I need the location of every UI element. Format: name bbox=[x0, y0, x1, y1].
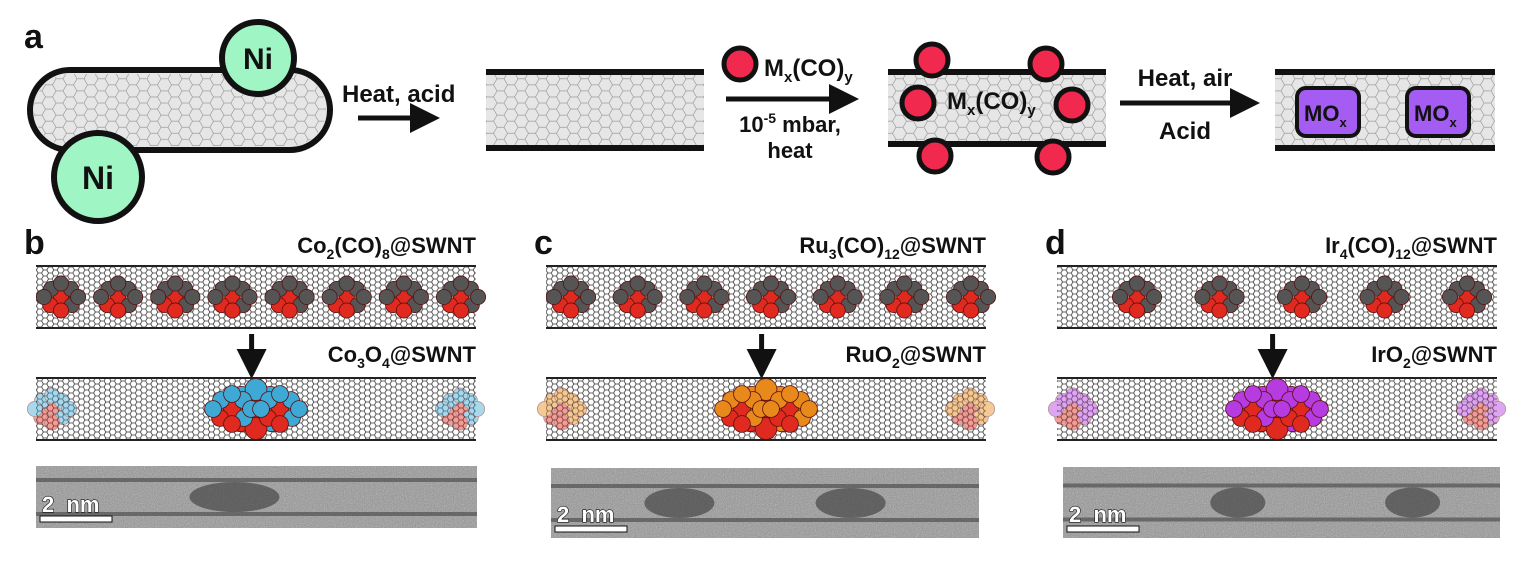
ni-label-top: Ni bbox=[243, 43, 273, 76]
bottom-formula: RuO2@SWNT bbox=[846, 342, 987, 371]
bottom-formula: Co3O4@SWNT bbox=[328, 342, 477, 371]
panel-c: c Ru3(CO)12@SWNT RuO2@SWNT 2 nm bbox=[534, 224, 997, 538]
panel-a-letter: a bbox=[24, 18, 44, 56]
scale-bar-label: 2 nm bbox=[42, 492, 99, 517]
oxide-box-1: MOx bbox=[1295, 86, 1361, 138]
scale-bar bbox=[39, 515, 113, 523]
top-formula: Ir4(CO)12@SWNT bbox=[1325, 233, 1497, 262]
tem-particle bbox=[189, 482, 280, 512]
carbonyl-molecule bbox=[679, 275, 730, 319]
carbonyl-molecule bbox=[93, 275, 144, 319]
step1-label: Heat, acid bbox=[342, 81, 455, 108]
top-formula: Co2(CO)8@SWNT bbox=[297, 233, 476, 262]
oxide-nanoparticle bbox=[1273, 385, 1329, 433]
carbonyl-molecule bbox=[435, 275, 487, 319]
step2-condition-heat: heat bbox=[767, 138, 813, 163]
carbonyl-molecule bbox=[1441, 275, 1493, 319]
tem-particle bbox=[644, 488, 715, 518]
panel-b: b Co2(CO)8@SWNT Co3O4@SWNT 2 nm bbox=[24, 224, 487, 528]
oxide-nanoparticle bbox=[252, 385, 308, 433]
carbonyl-molecule bbox=[545, 275, 597, 319]
tem-image: 2 nm bbox=[1063, 467, 1500, 538]
carbonyl-molecule bbox=[945, 275, 997, 319]
step3-acid: Acid bbox=[1159, 118, 1211, 145]
carbonyl-molecule bbox=[207, 275, 258, 319]
ni-catalyst-top: Ni bbox=[219, 19, 297, 97]
carbonyl-molecule bbox=[879, 275, 930, 319]
svg-text:MOx: MOx bbox=[1414, 101, 1457, 130]
step2-reagent: Mx(CO)y bbox=[721, 45, 853, 86]
oxide-nanoparticle bbox=[762, 385, 818, 433]
bottom-formula: IrO2@SWNT bbox=[1371, 342, 1497, 371]
oxide-nanoparticle bbox=[204, 385, 260, 433]
step3-label: Heat, air bbox=[1138, 65, 1233, 92]
step2-condition: 10-5 mbar, bbox=[739, 110, 841, 137]
carbonyl-molecule bbox=[1276, 275, 1328, 319]
scale-bar bbox=[554, 525, 628, 533]
panel-d-letter: d bbox=[1045, 224, 1066, 262]
carbonyl-molecule bbox=[745, 275, 797, 319]
tem-particle bbox=[1210, 487, 1266, 518]
ni-label-bottom: Ni bbox=[82, 160, 114, 196]
ni-catalyst-bottom: Ni bbox=[51, 130, 145, 224]
tem-image: 2 nm bbox=[551, 468, 979, 538]
tem-image: 2 nm bbox=[36, 466, 477, 528]
inside-reagent-label: Mx(CO)y bbox=[947, 88, 1036, 119]
oxide-nanoparticle-faded bbox=[26, 387, 78, 431]
panels-bcd: b Co2(CO)8@SWNT Co3O4@SWNT 2 nm c Ru3(CO)12@S… bbox=[24, 224, 1507, 538]
scale-bar-label: 2 nm bbox=[1069, 502, 1126, 527]
oxide-nanoparticle-faded bbox=[1047, 387, 1099, 431]
carbonyl-molecule bbox=[35, 275, 87, 319]
svg-text:MOx: MOx bbox=[1304, 101, 1347, 130]
open-nanotube bbox=[486, 69, 704, 151]
carbonyl-particles bbox=[899, 41, 1091, 176]
svg-text:Mx(CO)y: Mx(CO)y bbox=[764, 55, 853, 86]
oxide-nanoparticle-faded bbox=[944, 387, 996, 431]
carbonyl-molecule bbox=[150, 275, 201, 319]
oxide-nanoparticle-faded bbox=[434, 387, 486, 431]
carbonyl-molecule bbox=[1359, 275, 1410, 319]
tem-particle bbox=[815, 488, 886, 518]
oxide-nanoparticle-faded bbox=[1455, 387, 1507, 431]
panel-d: d Ir4(CO)12@SWNT IrO2@SWNT 2 nm bbox=[1045, 224, 1507, 538]
carbonyl-molecule bbox=[1194, 275, 1245, 319]
carbonyl-molecule bbox=[812, 275, 863, 319]
oxide-nanoparticle bbox=[714, 385, 770, 433]
panel-b-letter: b bbox=[24, 224, 45, 262]
carbonyl-molecule bbox=[612, 275, 663, 319]
scale-bar bbox=[1066, 525, 1140, 533]
panel-c-letter: c bbox=[534, 224, 553, 262]
top-formula: Ru3(CO)12@SWNT bbox=[799, 233, 986, 262]
carbonyl-molecule bbox=[321, 275, 372, 319]
scale-bar-label: 2 nm bbox=[557, 502, 614, 527]
oxide-box-2: MOx bbox=[1405, 86, 1471, 138]
carbonyl-molecule bbox=[1111, 275, 1163, 319]
carbonyl-molecule bbox=[264, 275, 315, 319]
oxide-nanoparticle-faded bbox=[536, 387, 588, 431]
carbonyl-molecule bbox=[378, 275, 429, 319]
tem-particle bbox=[1385, 487, 1441, 518]
